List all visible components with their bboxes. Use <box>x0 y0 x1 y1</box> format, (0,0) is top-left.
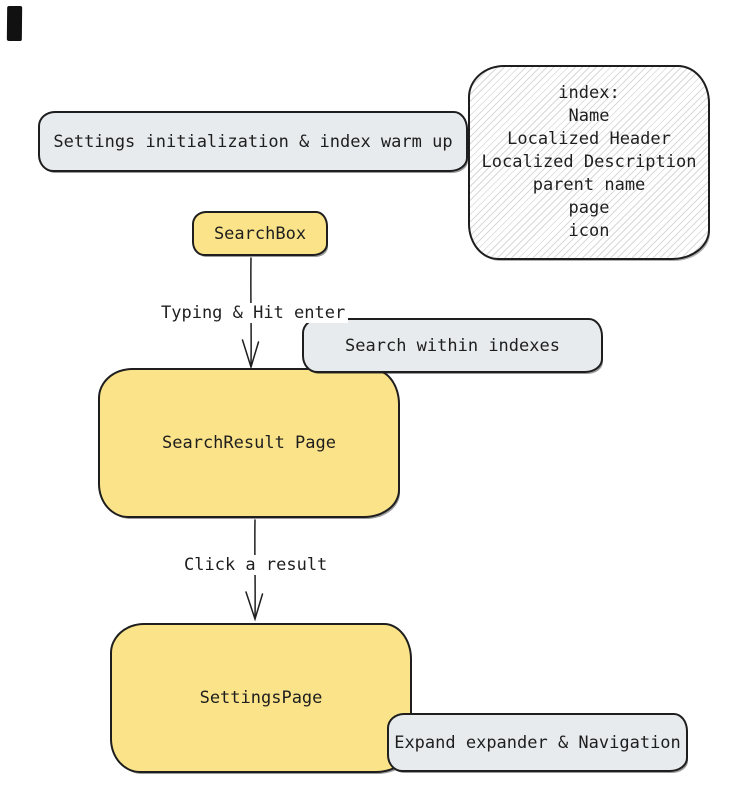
index-fields-text: index: Name Localized Header Localized D… <box>481 83 697 241</box>
node-label: SearchResult Page <box>162 433 336 453</box>
node-label: Settings initialization & index warm up <box>53 131 453 152</box>
ink-mark <box>6 5 23 42</box>
node-label: Search within indexes <box>345 335 560 356</box>
arrow-head-icon <box>241 339 260 370</box>
node-searchbox: SearchBox <box>192 211 328 256</box>
arrow-head-icon <box>245 591 264 622</box>
node-settings-page: SettingsPage <box>110 623 412 773</box>
node-searchresult-page: SearchResult Page <box>98 368 400 518</box>
node-label: SettingsPage <box>199 688 323 708</box>
node-search-within-indexes: Search within indexes <box>302 318 603 373</box>
node-label: SearchBox <box>213 223 307 244</box>
node-index-fields-card: index: Name Localized Header Localized D… <box>468 65 710 260</box>
edge-label-typing-hit-enter: Typing & Hit enter <box>158 303 349 323</box>
node-label: Expand expander & Navigation <box>394 732 681 753</box>
edge-label-click-a-result: Click a result <box>181 555 331 575</box>
node-expand-expander-navigation: Expand expander & Navigation <box>387 713 688 772</box>
node-settings-initialization: Settings initialization & index warm up <box>38 111 468 172</box>
